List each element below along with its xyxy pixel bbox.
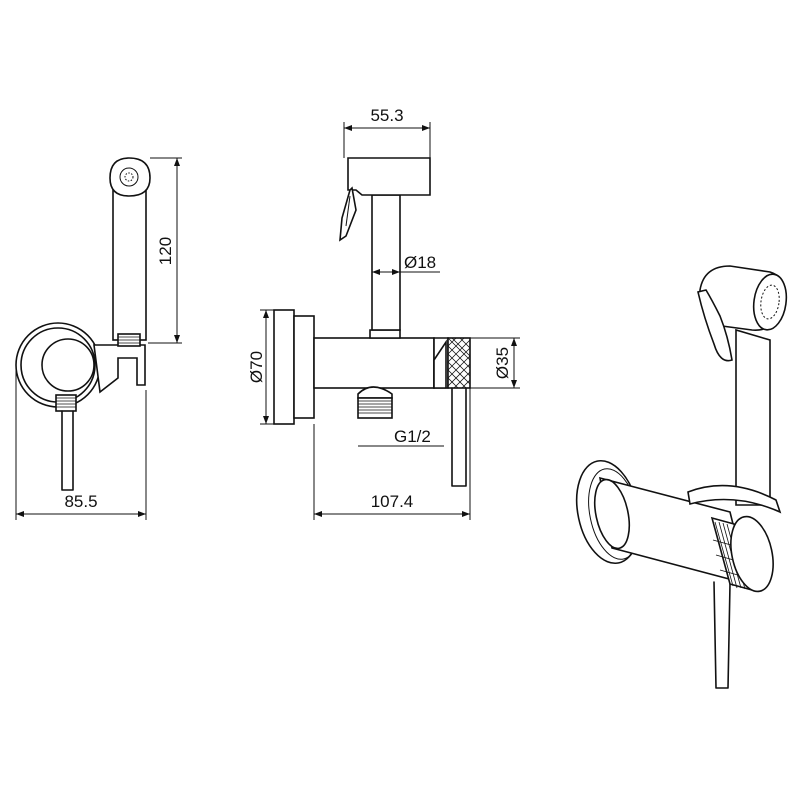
dim-handset-height-label: 120 — [156, 237, 175, 265]
side-view: 120 85.5 — [15, 157, 182, 520]
side-view-holder-bracket — [93, 344, 146, 394]
side-view-lever-thread-lines — [56, 397, 76, 408]
side-view-handset-body — [112, 184, 147, 341]
side-view-lever-rod — [61, 410, 74, 491]
dim-front-width: 107.4 — [313, 388, 471, 520]
perspective-lever-rod — [713, 581, 731, 689]
dim-handset-width-label: 55.3 — [370, 106, 403, 125]
dim-knob-diameter: Ø35 — [470, 337, 520, 389]
side-view-spray-nozzle — [119, 167, 139, 187]
dim-inlet-thread-label: G1/2 — [394, 427, 431, 446]
front-view-flange-inner — [293, 315, 315, 419]
perspective-knob-end — [730, 515, 774, 593]
front-view-handset-head — [347, 157, 431, 196]
front-view-valve-body — [313, 337, 435, 389]
front-view-outlet-ring — [369, 329, 401, 339]
front-view-lever-wedge — [433, 339, 447, 389]
perspective-hose-pipe — [735, 328, 771, 506]
dim-handset-width: 55.3 — [343, 106, 431, 158]
dim-front-width-label: 107.4 — [371, 492, 414, 511]
front-view: 55.3 Ø18 Ø70 Ø35 — [247, 106, 520, 520]
front-view-knurl-pattern — [447, 337, 471, 389]
dim-handset-height: 120 — [148, 157, 182, 344]
front-view-lever-rod — [451, 387, 467, 487]
dim-side-width: 85.5 — [15, 365, 147, 520]
side-view-lever-thread — [55, 394, 77, 412]
perspective-holder-saddle — [687, 484, 782, 514]
side-view-lever-hub — [41, 338, 95, 392]
perspective-view — [575, 265, 788, 689]
dim-inlet-thread: G1/2 — [358, 427, 444, 447]
dim-flange-diameter: Ø70 — [247, 309, 274, 425]
dim-hose-diameter: Ø18 — [372, 253, 440, 275]
perspective-spray-face — [752, 273, 788, 331]
dim-hose-diameter-label: Ø18 — [404, 253, 436, 272]
front-view-hose-pipe — [371, 194, 401, 331]
dim-side-width-label: 85.5 — [64, 492, 97, 511]
dim-knob-diameter-label: Ø35 — [493, 347, 512, 379]
perspective-trigger — [697, 289, 733, 362]
side-view-handset-head — [109, 157, 151, 197]
perspective-body-end — [593, 478, 631, 550]
front-view-flange — [273, 309, 295, 425]
dim-flange-diameter-label: Ø70 — [247, 351, 266, 383]
